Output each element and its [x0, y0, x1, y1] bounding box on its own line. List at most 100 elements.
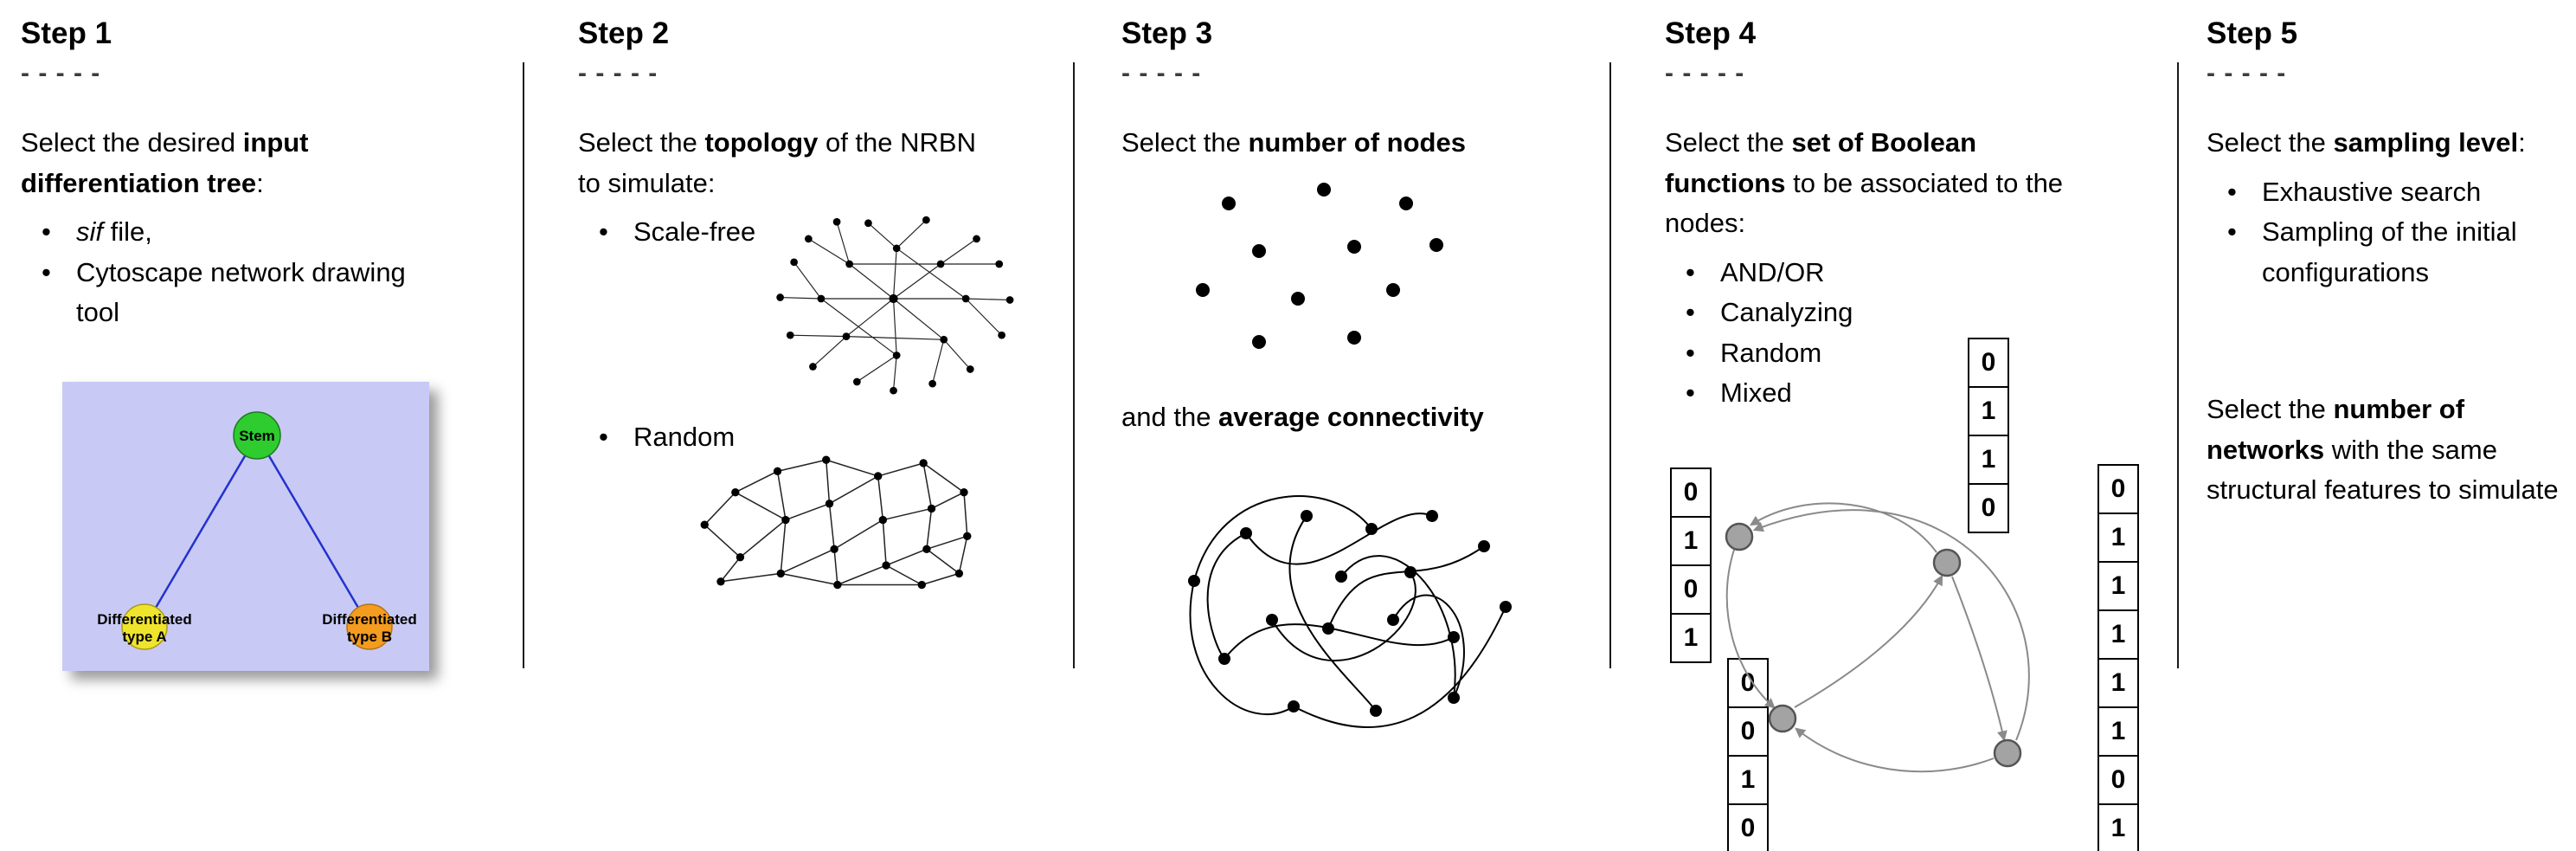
bullet-canalyzing: Canalyzing	[1665, 293, 2149, 333]
step-5-bullet-list: Exhaustive search Sampling of the initia…	[2207, 172, 2576, 293]
gene-node	[1932, 548, 1962, 577]
intro-text: :	[256, 167, 264, 198]
bullet-random-functions: Random	[1665, 333, 2149, 374]
step-4-dashes: - - - - -	[1665, 59, 1745, 87]
intro-text: Select the desired	[21, 127, 243, 158]
truth-table-top: 0 1 1 0	[1968, 338, 2009, 533]
bullet-text: Mixed	[1720, 377, 1792, 408]
scale-free-network-figure	[776, 216, 1014, 395]
truth-table-bottom: 0 0 1 0	[1727, 658, 1769, 851]
intro-text: Select the	[1665, 127, 1792, 158]
truth-table-cell: 1	[2097, 706, 2139, 757]
intro-text: to be associated to the nodes:	[1665, 167, 2064, 239]
truth-table-cell: 1	[2097, 658, 2139, 708]
intro-bold: input differentiation tree	[21, 127, 309, 198]
truth-table-cell: 0	[2097, 755, 2139, 805]
column-divider-2	[1073, 62, 1075, 668]
intro-text: with the same structural features to sim…	[2207, 434, 2559, 506]
step-3-second-text: and the average connectivity	[1121, 397, 1606, 438]
step-1-dashes: - - - - -	[21, 59, 101, 87]
intro-text: Select the	[2207, 127, 2334, 158]
tangle-edges	[1189, 495, 1506, 728]
truth-table-cell: 1	[1670, 613, 1712, 663]
step-2-column: Step 2 - - - - - Select the topology of …	[578, 0, 1045, 590]
truth-table-left: 0 1 0 1	[1670, 467, 1712, 663]
tangle-nodes	[1188, 510, 1512, 717]
step-5-column: Step 5 - - - - - Select the sampling lev…	[2207, 0, 2576, 511]
gene-node	[1993, 738, 2022, 768]
random-network-figure	[700, 455, 972, 590]
step-2-bullet-list: Scale-free Random	[578, 212, 1045, 457]
differentiated-type-b-node	[346, 603, 393, 650]
step-2-title: Step 2	[578, 16, 670, 50]
truth-table-cell: 1	[2097, 513, 2139, 563]
bullet-scale-free: Scale-free	[578, 212, 1045, 253]
step-5-second-text: Select the number of networks with the s…	[2207, 390, 2576, 511]
gene-node	[1725, 522, 1754, 551]
bullet-text: Exhaustive search	[2262, 176, 2482, 207]
differentiated-type-a-node	[121, 603, 168, 650]
bullet-text: Cytoscape network drawing tool	[76, 256, 406, 328]
step-3-dashes: - - - - -	[1121, 59, 1202, 87]
step-1-title: Step 1	[21, 16, 112, 50]
bullet-sampling-initial-configurations: Sampling of the initial configurations	[2207, 212, 2576, 293]
intro-text: of the NRBN to simulate:	[578, 127, 976, 198]
truth-table-cell: 1	[1727, 755, 1769, 805]
bullet-text: Random	[633, 421, 736, 452]
step-5-title: Step 5	[2207, 16, 2298, 50]
bullet-text: Sampling of the initial configurations	[2262, 216, 2517, 287]
node-dots	[1196, 182, 1443, 349]
intro-text: Select the	[2207, 394, 2334, 424]
truth-table-cell: 0	[2097, 464, 2139, 514]
column-divider-3	[1609, 62, 1611, 668]
truth-table-cell: 0	[1727, 803, 1769, 851]
step-3-intro: Select the number of nodes	[1121, 123, 1606, 164]
step-4-column: Step 4 - - - - - Select the set of Boole…	[1665, 0, 2149, 851]
truth-table-right: 0 1 1 1 1 1 0 1	[2097, 464, 2139, 851]
boolean-network-nodes	[1725, 522, 2022, 768]
type-a-label-line2: type A	[122, 629, 166, 645]
intro-bold: number of networks	[2207, 394, 2465, 465]
truth-table-cell: 0	[1727, 706, 1769, 757]
intro-text: :	[2518, 127, 2526, 158]
boolean-network-graph	[1725, 502, 2030, 773]
bullet-text: Canalyzing	[1720, 297, 1853, 327]
step-5-dashes: - - - - -	[2207, 59, 2287, 87]
type-b-label-line2: type B	[347, 629, 392, 645]
bullet-sif-file: sif file,	[21, 212, 440, 253]
intro-bold: set of Boolean functions	[1665, 127, 1977, 198]
intro-bold: topology	[704, 127, 819, 158]
step-5-intro: Select the sampling level:	[2207, 123, 2576, 164]
step-4-bullet-list: AND/OR Canalyzing Random Mixed	[1665, 253, 2149, 414]
bullet-text: file,	[103, 216, 152, 247]
step-4-title: Step 4	[1665, 16, 1757, 50]
truth-table-cell: 1	[1968, 435, 2009, 485]
bullet-random: Random	[578, 417, 1045, 458]
truth-table-cell: 0	[1968, 338, 2009, 388]
truth-table-cell: 1	[2097, 609, 2139, 660]
column-divider-4	[2177, 62, 2179, 668]
bullet-text: Random	[1720, 337, 1822, 368]
stem-node-label: Stem	[239, 428, 275, 444]
boolean-network-diagram: 0 1 1 0 0 1 0 1 0 0 1 0 0 1 1 1	[1665, 320, 2167, 851]
intro-text: and the	[1121, 401, 1219, 432]
bullet-exhaustive-search: Exhaustive search	[2207, 172, 2576, 213]
tree-edges	[143, 434, 371, 628]
random-nodes	[700, 455, 972, 590]
differentiation-tree-figure: Stem Differentiated type A Differentiate…	[62, 381, 429, 671]
type-a-label-line1: Differentiated	[97, 611, 192, 628]
gene-node	[1768, 704, 1797, 733]
type-b-label-line1: Differentiated	[322, 611, 417, 628]
connectivity-tangle-figure	[1188, 495, 1512, 728]
intro-bold: average connectivity	[1218, 401, 1484, 432]
scale-free-nodes	[776, 216, 1014, 395]
step-3-title: Step 3	[1121, 16, 1213, 50]
column-divider-1	[523, 62, 524, 668]
step-4-intro: Select the set of Boolean functions to b…	[1665, 123, 2097, 244]
truth-table-cell: 1	[1968, 386, 2009, 436]
step-2-intro: Select the topology of the NRBN to simul…	[578, 123, 985, 203]
bullet-italic: sif	[76, 216, 103, 247]
step-2-dashes: - - - - -	[578, 59, 658, 87]
bullet-text: Scale-free	[633, 216, 756, 247]
